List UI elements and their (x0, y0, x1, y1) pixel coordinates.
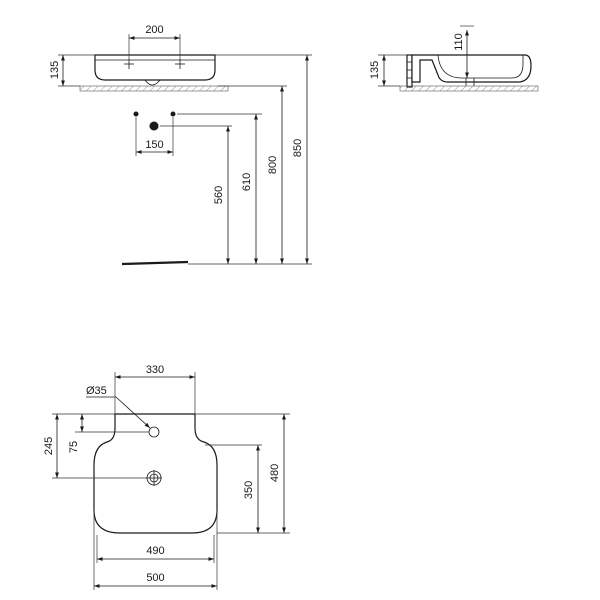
dim-total-width: 500 (146, 572, 164, 584)
tap-hole-left-icon (124, 59, 134, 69)
countertop-hatch (79, 85, 229, 92)
tap-hole-right-icon (175, 59, 185, 69)
dim-tap-spacing: 200 (145, 24, 163, 36)
plan-view: 330 Ø35 245 75 350 480 490 5 (43, 364, 290, 590)
dim-side-basin-height: 135 (369, 61, 381, 79)
basin-plan-outline (93, 413, 218, 534)
dim-waste-offset: 75 (68, 441, 80, 453)
dim-top-height: 850 (292, 139, 304, 157)
dim-tap-depth: 245 (43, 437, 55, 455)
dim-tap-hole-diameter: Ø35 (86, 385, 107, 397)
dim-side-bowl-depth: 110 (453, 33, 465, 51)
dim-bowl-width: 490 (146, 545, 164, 557)
dim-tap-offset: 330 (146, 364, 164, 376)
dim-waste-spacing: 150 (145, 139, 163, 151)
dim-total-depth: 480 (269, 464, 281, 482)
basin-front-outline (94, 54, 216, 81)
side-view: 110 135 (369, 25, 539, 92)
front-view: 200 135 150 560 610 800 850 (49, 24, 312, 266)
dim-waste-height: 560 (213, 186, 225, 204)
side-countertop-hatch (399, 85, 539, 92)
dim-plan-bowl-depth: 350 (243, 481, 255, 499)
supply-point-left-icon (133, 111, 139, 117)
dim-rim-height: 800 (267, 156, 279, 174)
supply-point-right-icon (170, 111, 176, 117)
dim-front-basin-height: 135 (49, 61, 61, 79)
floor-line (121, 260, 189, 266)
dim-supply-height: 610 (241, 173, 253, 191)
basin-side-outline (411, 54, 532, 83)
waste-outlet-icon (149, 121, 159, 131)
